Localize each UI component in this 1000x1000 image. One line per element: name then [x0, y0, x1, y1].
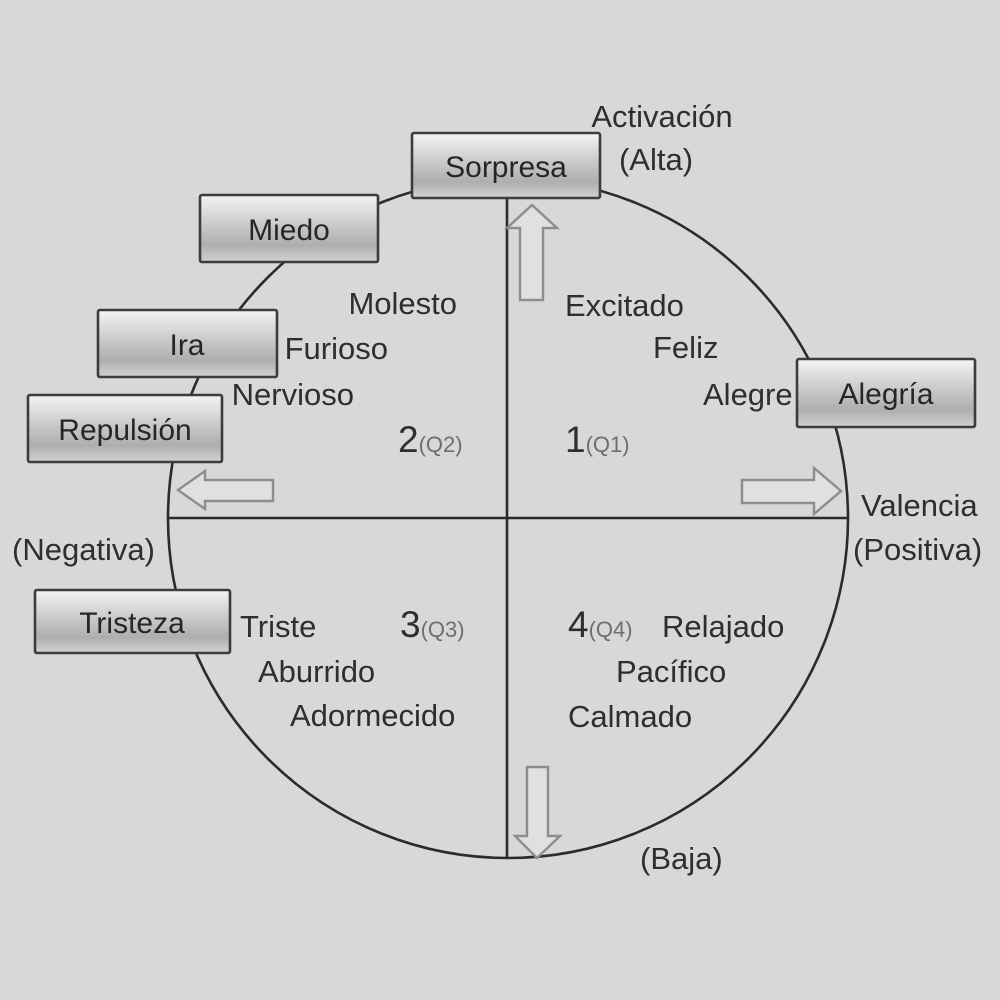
ira-box-shape	[96, 308, 279, 379]
q3-word-adormecido: Adormecido	[290, 698, 455, 733]
valence-negative-label: (Negativa)	[12, 532, 155, 567]
arrow-up-icon	[503, 203, 561, 302]
sorpresa-box-label: Sorpresa	[445, 151, 567, 184]
q4-word-relajado: Relajado	[662, 609, 784, 644]
emotion-box-miedo: Miedo	[198, 193, 380, 264]
q3-word-triste: Triste	[240, 609, 316, 644]
ira-box-label: Ira	[169, 329, 204, 362]
miedo-box-shape	[198, 193, 380, 264]
activation-axis-label: Activación	[591, 99, 732, 134]
arrow-down-icon	[512, 765, 563, 860]
emotion-box-ira: Ira	[96, 308, 279, 379]
valence-axis-label: Valencia	[861, 488, 978, 523]
q3-number-label: 3(Q3)	[400, 604, 465, 645]
repulsion-box-label: Repulsión	[58, 414, 191, 447]
emotion-box-tristeza: Tristeza	[33, 588, 232, 655]
q2-word-nervioso: Nervioso	[232, 377, 354, 412]
q1-word-feliz: Feliz	[653, 330, 718, 365]
q1-word-excitado: Excitado	[565, 288, 684, 323]
q1-number-label: 1(Q1)	[565, 419, 630, 460]
miedo-box-label: Miedo	[248, 214, 330, 247]
tristeza-box-shape	[33, 588, 232, 655]
q2-number-label: 2(Q2)	[398, 419, 463, 460]
q4-word-calmado: Calmado	[568, 699, 692, 734]
repulsion-box-shape	[26, 393, 224, 464]
activation-low-label: (Baja)	[640, 841, 723, 876]
emotion-box-sorpresa: Sorpresa	[410, 131, 602, 200]
activation-high-label: (Alta)	[619, 142, 693, 177]
emotion-box-repulsion: Repulsión	[26, 393, 224, 464]
alegria-box-label: Alegría	[838, 378, 933, 411]
q2-word-molesto: Molesto	[348, 286, 457, 321]
sorpresa-box-shape	[410, 131, 602, 200]
tristeza-box-label: Tristeza	[79, 607, 185, 640]
q3-word-aburrido: Aburrido	[258, 654, 375, 689]
q1-word-alegre: Alegre	[703, 377, 793, 412]
valence-positive-label: (Positiva)	[853, 532, 982, 567]
emotion-box-alegria: Alegría	[795, 357, 977, 429]
q4-word-pacifico: Pacífico	[616, 654, 726, 689]
q4-number-label: 4(Q4)	[568, 604, 633, 645]
arrow-left-icon	[175, 468, 275, 512]
arrow-right-icon	[740, 465, 843, 517]
alegria-box-shape	[795, 357, 977, 429]
q2-word-furioso: Furioso	[285, 331, 388, 366]
